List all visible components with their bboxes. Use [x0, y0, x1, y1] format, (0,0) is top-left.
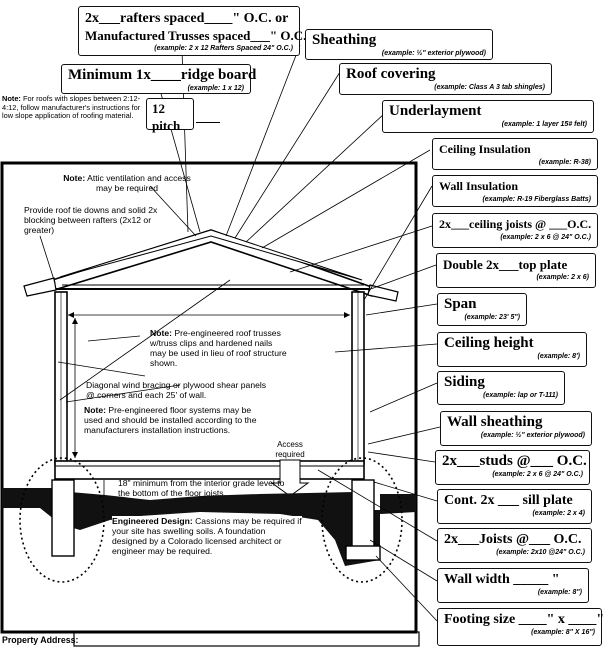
wall-width-label: Wall width _____ ": [444, 572, 560, 587]
rafters-callout: 2x___rafters spaced____" O.C. or Manufac…: [78, 6, 307, 56]
floor-system: [54, 460, 365, 480]
top-plate-example: (example: 2 x 6): [536, 274, 589, 281]
joists-example: (example: 2x10 @24" O.C.): [496, 549, 585, 556]
ceiling-insulation-callout: Ceiling Insulation (example: R-38): [432, 138, 598, 170]
engineered-note: Engineered Design: Cassions may be requi…: [112, 516, 302, 556]
siding-callout: Siding (example: lap or T-111): [437, 371, 565, 405]
trusses-note-title: Note:: [150, 328, 172, 338]
ceiling-insulation-example: (example: R-38): [538, 159, 591, 166]
sheathing-label: Sheathing: [312, 32, 377, 48]
right-eave: [367, 284, 399, 302]
studs-example: (example: 2 x 6 @ 24" O.C.): [492, 471, 583, 478]
property-address-label: Property Address:: [2, 635, 79, 645]
access-note: Access required: [275, 440, 305, 459]
ridge-example: (example: 1 x 12): [187, 85, 244, 92]
access-arrow: [270, 459, 310, 497]
ceiling-joists-callout: 2x___ceiling joists @ ___O.C. (example: …: [432, 213, 598, 248]
joists-label: 2x___Joists @___ O.C.: [444, 532, 582, 547]
floor-note: Note: Pre-engineered floor systems may b…: [84, 405, 264, 435]
underlayment-example: (example: 1 layer 15# felt): [501, 121, 587, 128]
attic-note-title: Note:: [63, 173, 86, 183]
wall-sheathing-callout: Wall sheathing (example: ½" exterior ply…: [440, 411, 592, 446]
sill-plate-example: (example: 2 x 4): [532, 510, 585, 517]
tie-downs-note: Provide roof tie downs and solid 2x bloc…: [24, 205, 158, 235]
footing-size-label: Footing size ____" x ____": [444, 612, 604, 627]
ceiling-joists-example: (example: 2 x 6 @ 24" O.C.): [500, 234, 591, 241]
roof-covering-callout: Roof covering (example: Class A 3 tab sh…: [339, 63, 552, 95]
ridge-label: Minimum 1x____ridge board: [68, 67, 257, 83]
top-plate-callout: Double 2x___top plate (example: 2 x 6): [436, 253, 596, 288]
pitch-rise: 12: [152, 101, 165, 116]
left-eave: [23, 277, 57, 297]
sheathing-callout: Sheathing (example: ½" exterior plywood): [305, 29, 493, 60]
span-callout: Span (example: 23' 5"): [437, 293, 527, 326]
low-slope-note: Note: For roofs with slopes between 2:12…: [2, 94, 142, 121]
wall-sheathing-label: Wall sheathing: [447, 414, 543, 430]
low-slope-note-text: For roofs with slopes between 2:12-4:12,…: [2, 94, 141, 121]
rafters-example: (example: 2 x 12 Rafters Spaced 24" O.C.…: [154, 45, 293, 52]
sill-plate-label: Cont. 2x ___ sill plate: [444, 493, 573, 508]
studs-callout: 2x___studs @___ O.C. (example: 2 x 6 @ 2…: [435, 450, 590, 485]
ceiling-joists-label: 2x___ceiling joists @ ___O.C.: [439, 217, 592, 231]
wall-width-callout: Wall width _____ " (example: 8"): [437, 568, 589, 603]
right-footing: [351, 479, 375, 549]
rafters-line1: 2x___rafters spaced____" O.C. or: [85, 11, 289, 26]
roof-covering-example: (example: Class A 3 tab shingles): [434, 84, 545, 91]
roof-sheathing: [59, 229, 363, 281]
wall-sheathing-example: (example: ½" exterior plywood): [480, 432, 585, 439]
underlayment-label: Underlayment: [389, 103, 482, 119]
sheathing-example: (example: ½" exterior plywood): [381, 50, 486, 57]
siding-example: (example: lap or T-111): [483, 392, 558, 399]
trusses-note: Note: Pre-engineered roof trusses w/trus…: [150, 328, 290, 368]
ridge-callout: Minimum 1x____ridge board (example: 1 x …: [61, 64, 257, 94]
leader-lines: [39, 44, 441, 622]
roof-rafters: [44, 229, 382, 297]
roof-covering-label: Roof covering: [346, 66, 436, 82]
wall-insulation-example: (example: R-19 Fiberglass Batts): [482, 196, 591, 203]
rafters-line2: Manufactured Trusses spaced___" O.C.: [85, 28, 307, 43]
ceiling-height-label: Ceiling height: [444, 335, 534, 351]
attic-note: Note: Attic ventilation and access may b…: [62, 173, 192, 193]
low-slope-note-title: Note:: [2, 94, 21, 103]
wall-insulation-callout: Wall Insulation (example: R-19 Fiberglas…: [432, 175, 598, 207]
pitch-callout: 12 pitch: [146, 98, 194, 133]
wall-width-example: (example: 8"): [537, 589, 582, 596]
ceiling-insulation-label: Ceiling Insulation: [439, 142, 531, 156]
property-address-box: [73, 631, 420, 647]
property-address-field[interactable]: [76, 634, 416, 645]
grade-note: 18" minimum from the interior grade leve…: [118, 478, 285, 498]
trusses-note-text: Pre-engineered roof trusses w/truss clip…: [150, 328, 287, 368]
engineered-note-text: Cassions may be required if your site ha…: [112, 516, 302, 556]
joists-callout: 2x___Joists @___ O.C. (example: 2x10 @24…: [437, 528, 592, 563]
wall-insulation-label: Wall Insulation: [439, 179, 519, 193]
floor-note-text: Pre-engineered floor systems may be used…: [84, 405, 257, 435]
attic-note-text: Attic ventilation and access may be requ…: [87, 173, 191, 193]
siding-label: Siding: [444, 374, 485, 390]
pitch-blank: [196, 122, 220, 123]
left-footing: [51, 479, 75, 557]
sill-plate-callout: Cont. 2x ___ sill plate (example: 2 x 4): [437, 489, 592, 524]
pitch-label: pitch: [152, 118, 181, 133]
underlayment-callout: Underlayment (example: 1 layer 15# felt): [382, 100, 594, 133]
ceiling-height-example: (example: 8'): [537, 353, 580, 360]
left-detail-circle: [19, 457, 105, 583]
studs-label: 2x___studs @___ O.C.: [442, 453, 587, 469]
footing-size-example: (example: 8" X 16"): [531, 629, 595, 636]
span-label: Span: [444, 296, 477, 312]
engineered-note-title: Engineered Design:: [112, 516, 193, 526]
top-plate-label: Double 2x___top plate: [443, 257, 568, 272]
floor-note-title: Note:: [84, 405, 106, 415]
bracing-note: Diagonal wind bracing or plywood shear p…: [86, 380, 267, 400]
span-example: (example: 23' 5"): [464, 314, 520, 321]
ground: [2, 488, 416, 566]
ceiling-height-callout: Ceiling height (example: 8'): [437, 332, 587, 367]
footing-size-callout: Footing size ____" x ____" (example: 8" …: [437, 608, 604, 646]
